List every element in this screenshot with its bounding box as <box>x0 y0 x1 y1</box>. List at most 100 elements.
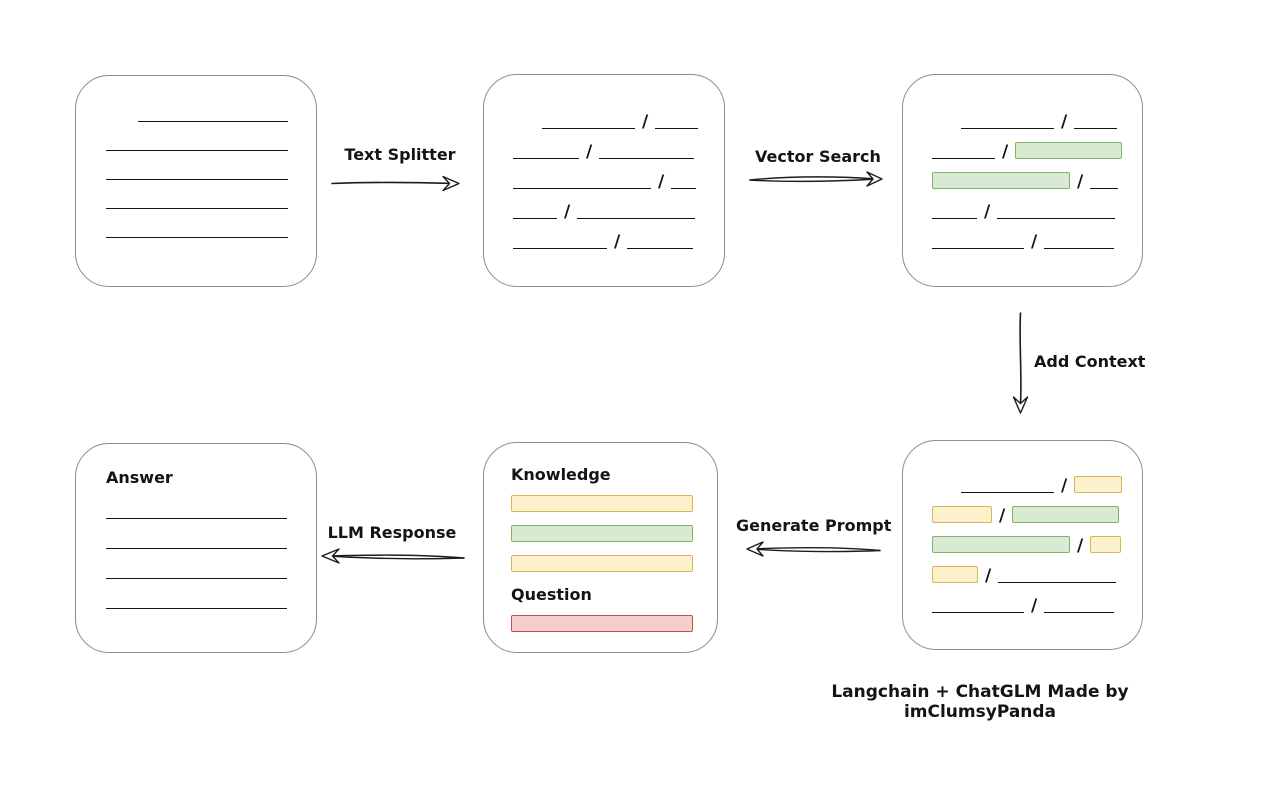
green-prompt-bar <box>511 525 693 542</box>
context-chunks-box: / / / / / <box>902 440 1143 650</box>
yellow-highlight-chunk <box>1090 536 1122 553</box>
chunk-rows: / / / / / <box>903 75 1142 252</box>
text-line <box>138 121 288 122</box>
chunk-row: / <box>961 111 1142 132</box>
text-line <box>513 248 607 249</box>
text-line <box>106 608 287 609</box>
llm-response-arrow <box>321 548 465 564</box>
text-splitter-label: Text Splitter <box>344 145 456 164</box>
prompt-box: Knowledge Question <box>483 442 718 653</box>
text-line <box>997 218 1116 219</box>
text-line <box>1044 612 1115 613</box>
text-line <box>542 128 635 129</box>
chunk-row: / <box>513 171 724 192</box>
add-context-label: Add Context <box>1034 352 1146 371</box>
chunk-separator: / <box>1031 232 1038 252</box>
chunk-row: / <box>513 141 724 162</box>
question-heading: Question <box>511 585 592 604</box>
chunk-separator: / <box>658 172 665 192</box>
green-highlight-chunk <box>932 172 1070 189</box>
yellow-highlight-chunk <box>932 506 992 523</box>
text-line <box>106 578 287 579</box>
green-highlight-chunk <box>1012 506 1120 523</box>
text-line <box>513 188 651 189</box>
text-line <box>932 612 1024 613</box>
chunk-rows: / / / / / <box>484 75 724 252</box>
text-line <box>627 248 694 249</box>
chunk-separator: / <box>1002 142 1009 162</box>
chunk-separator: / <box>614 232 621 252</box>
text-line <box>998 582 1117 583</box>
chunk-rows: / / / / / <box>903 441 1142 616</box>
chunk-row: / <box>932 201 1142 222</box>
vector-search-arrow <box>749 171 883 187</box>
chunk-separator: / <box>1061 476 1068 496</box>
text-line <box>1074 128 1118 129</box>
text-line <box>1090 188 1119 189</box>
document-box <box>75 75 317 287</box>
chunk-separator: / <box>586 142 593 162</box>
chunk-separator: / <box>985 566 992 586</box>
answer-box: Answer <box>75 443 317 653</box>
chunk-row: / <box>932 535 1142 556</box>
text-line <box>932 218 977 219</box>
chunk-separator: / <box>999 506 1006 526</box>
chunk-row: / <box>932 505 1142 526</box>
text-line <box>106 518 287 519</box>
llm-response-label: LLM Response <box>327 523 457 542</box>
chunk-row: / <box>932 141 1142 162</box>
text-line <box>1044 248 1115 249</box>
text-line <box>106 237 288 238</box>
text-line <box>513 158 579 159</box>
yellow-prompt-bar <box>511 495 693 512</box>
text-line <box>599 158 695 159</box>
chunk-separator: / <box>1061 112 1068 132</box>
chunk-row: / <box>961 475 1142 496</box>
footer-credit: Langchain + ChatGLM Made by imClumsyPand… <box>831 682 1129 722</box>
text-line <box>671 188 697 189</box>
chunks-box: / / / / / <box>483 74 725 287</box>
green-highlight-chunk <box>1015 142 1123 159</box>
yellow-highlight-chunk <box>932 566 978 583</box>
chunk-row: / <box>932 595 1142 616</box>
prompt-body: Knowledge Question <box>484 443 717 632</box>
chunk-separator: / <box>1031 596 1038 616</box>
text-line <box>577 218 696 219</box>
text-line <box>932 158 995 159</box>
answer-heading: Answer <box>106 468 173 487</box>
document-lines <box>76 76 316 238</box>
generate-prompt-arrow <box>746 541 881 557</box>
text-line <box>961 492 1054 493</box>
text-line <box>106 208 288 209</box>
chunk-row: / <box>932 565 1142 586</box>
text-line <box>106 179 288 180</box>
text-line <box>106 150 288 151</box>
yellow-prompt-bar <box>511 555 693 572</box>
answer-body: Answer <box>76 444 316 609</box>
question-bars <box>511 615 717 632</box>
text-line <box>932 248 1024 249</box>
text-line <box>106 548 287 549</box>
text-line <box>513 218 557 219</box>
add-context-arrow <box>1012 312 1029 414</box>
chunk-row: / <box>932 171 1142 192</box>
red-prompt-bar <box>511 615 693 632</box>
green-highlight-chunk <box>932 536 1070 553</box>
chunk-separator: / <box>984 202 991 222</box>
yellow-highlight-chunk <box>1074 476 1123 493</box>
text-line <box>655 128 699 129</box>
text-splitter-arrow <box>331 175 460 192</box>
chunk-separator: / <box>1077 172 1084 192</box>
text-line <box>961 128 1054 129</box>
chunk-row: / <box>513 201 724 222</box>
chunk-separator: / <box>642 112 649 132</box>
matched-chunks-box: / / / / / <box>902 74 1143 287</box>
chunk-row: / <box>513 231 724 252</box>
answer-lines <box>106 518 287 609</box>
chunk-separator: / <box>564 202 571 222</box>
knowledge-bars <box>511 495 717 572</box>
chunk-separator: / <box>1077 536 1084 556</box>
knowledge-heading: Knowledge <box>511 465 611 484</box>
chunk-row: / <box>542 111 724 132</box>
